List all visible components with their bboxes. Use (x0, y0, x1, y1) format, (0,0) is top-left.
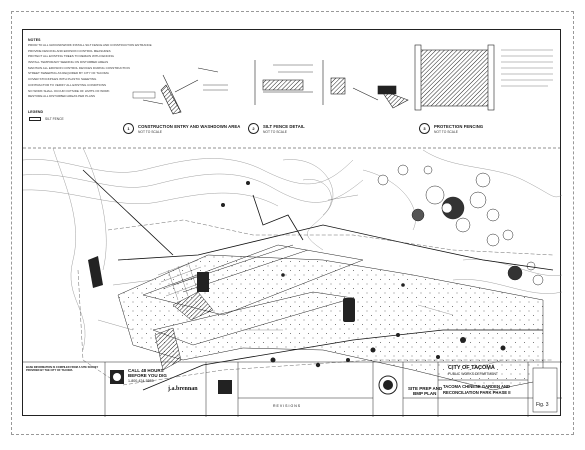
note-item: PRIOR TO ALL GROUNDWORK INSTALL SILT FEN… (28, 43, 152, 47)
notes-title: NOTES (28, 38, 41, 42)
detail-2-title: SILT FENCE DETAIL (263, 124, 305, 129)
note-item: CONTRACTOR TO VERIFY ALL EXISTING CONDIT… (28, 82, 107, 87)
silt-fence-lines (82, 169, 554, 391)
sheet-title-line2: BMP PLAN (413, 391, 437, 396)
detail-1-number: 1 (123, 123, 134, 134)
firm-name: j.a.brennan (168, 386, 198, 392)
dark-feature-3 (88, 256, 103, 288)
detail-1-scale: NOT TO SCALE (138, 130, 163, 134)
detail-3-drawing (414, 44, 553, 111)
legend-title: LEGEND (28, 110, 44, 114)
call-before-dig-phone: 1-800-424-5555 (128, 379, 154, 383)
department-name: PUBLIC WORKS DEPARTMENT (448, 372, 498, 376)
note-item: MAINTAIN ALL EROSION CONTROL DEVICES DUR… (28, 65, 130, 70)
sheet-title-line1: SITE PREP AND (408, 386, 443, 391)
sheet-number: Fig. 3 (536, 402, 549, 408)
dark-feature-1 (197, 272, 209, 292)
call-before-dig-line1: CALL 48 HOURS (128, 368, 164, 373)
site-trees (221, 181, 506, 368)
site-plan-drawing (23, 44, 562, 417)
legend-silt-fence-label: SILT FENCE (45, 117, 64, 121)
limit-of-work-lines (77, 219, 554, 386)
call-before-dig-line2: BEFORE YOU DIG (128, 373, 167, 378)
title-block-frame (23, 361, 562, 417)
project-name-line1: TACOMA CHINESE GARDEN AND (443, 384, 511, 389)
legend-silt-fence-swatch (29, 117, 41, 121)
sheet-number-box (532, 367, 558, 413)
hatched-area-west (172, 291, 214, 321)
note-item: PROTECT ALL EXISTING TREES TO REMAIN WIT… (28, 54, 115, 59)
detail-2-scale: NOT TO SCALE (263, 130, 288, 134)
note-item: NO WORK SHALL OCCUR OUTSIDE OF LIMITS OF… (28, 88, 110, 93)
hatched-area-south (154, 327, 182, 371)
note-item: STREET SWEEPING AS REQUIRED BY CITY OF T… (28, 71, 109, 76)
note-item: COVER STOCKPILES WITH PLASTIC SHEETING (28, 77, 97, 82)
note-item: PROVIDE FENCING AND EROSION CONTROL MEAS… (28, 48, 111, 53)
detail-2-drawing (254, 60, 409, 109)
note-item: RESTORE ALL DISTURBED AREAS PER PLANS (28, 94, 96, 99)
tree-cluster (377, 164, 544, 286)
detail-2-number: 2 (248, 123, 259, 134)
detail-3-number: 3 (419, 123, 430, 134)
drawing-frame: NOTES PRIOR TO ALL GROUNDWORK INSTALL SI… (22, 29, 562, 417)
note-item: INSTALL TEMPORARY SEEDING ON DISTURBED A… (28, 60, 109, 65)
base-info-note: BASE INFORMATION IS COMPILED FROM A SITE… (26, 366, 99, 373)
revisions-label: REVISIONS (273, 404, 302, 408)
callout-marks (97, 194, 504, 371)
notes-list: PRIOR TO ALL GROUNDWORK INSTALL SILT FEN… (28, 43, 152, 101)
firm-logo-mark (218, 380, 232, 394)
detail-1-title: CONSTRUCTION ENTRY AND WASHDOWN AREA (138, 124, 241, 129)
project-name-line2: RECONCILIATION PARK PHASE II (443, 390, 511, 395)
sheet-border (11, 11, 574, 435)
detail-1-drawing (132, 67, 228, 115)
detail-3-scale: NOT TO SCALE (434, 130, 459, 134)
city-name: CITY OF TACOMA (448, 365, 495, 371)
detail-3-title: PROTECTION FENCING (434, 124, 484, 129)
dark-feature-2 (343, 298, 355, 322)
